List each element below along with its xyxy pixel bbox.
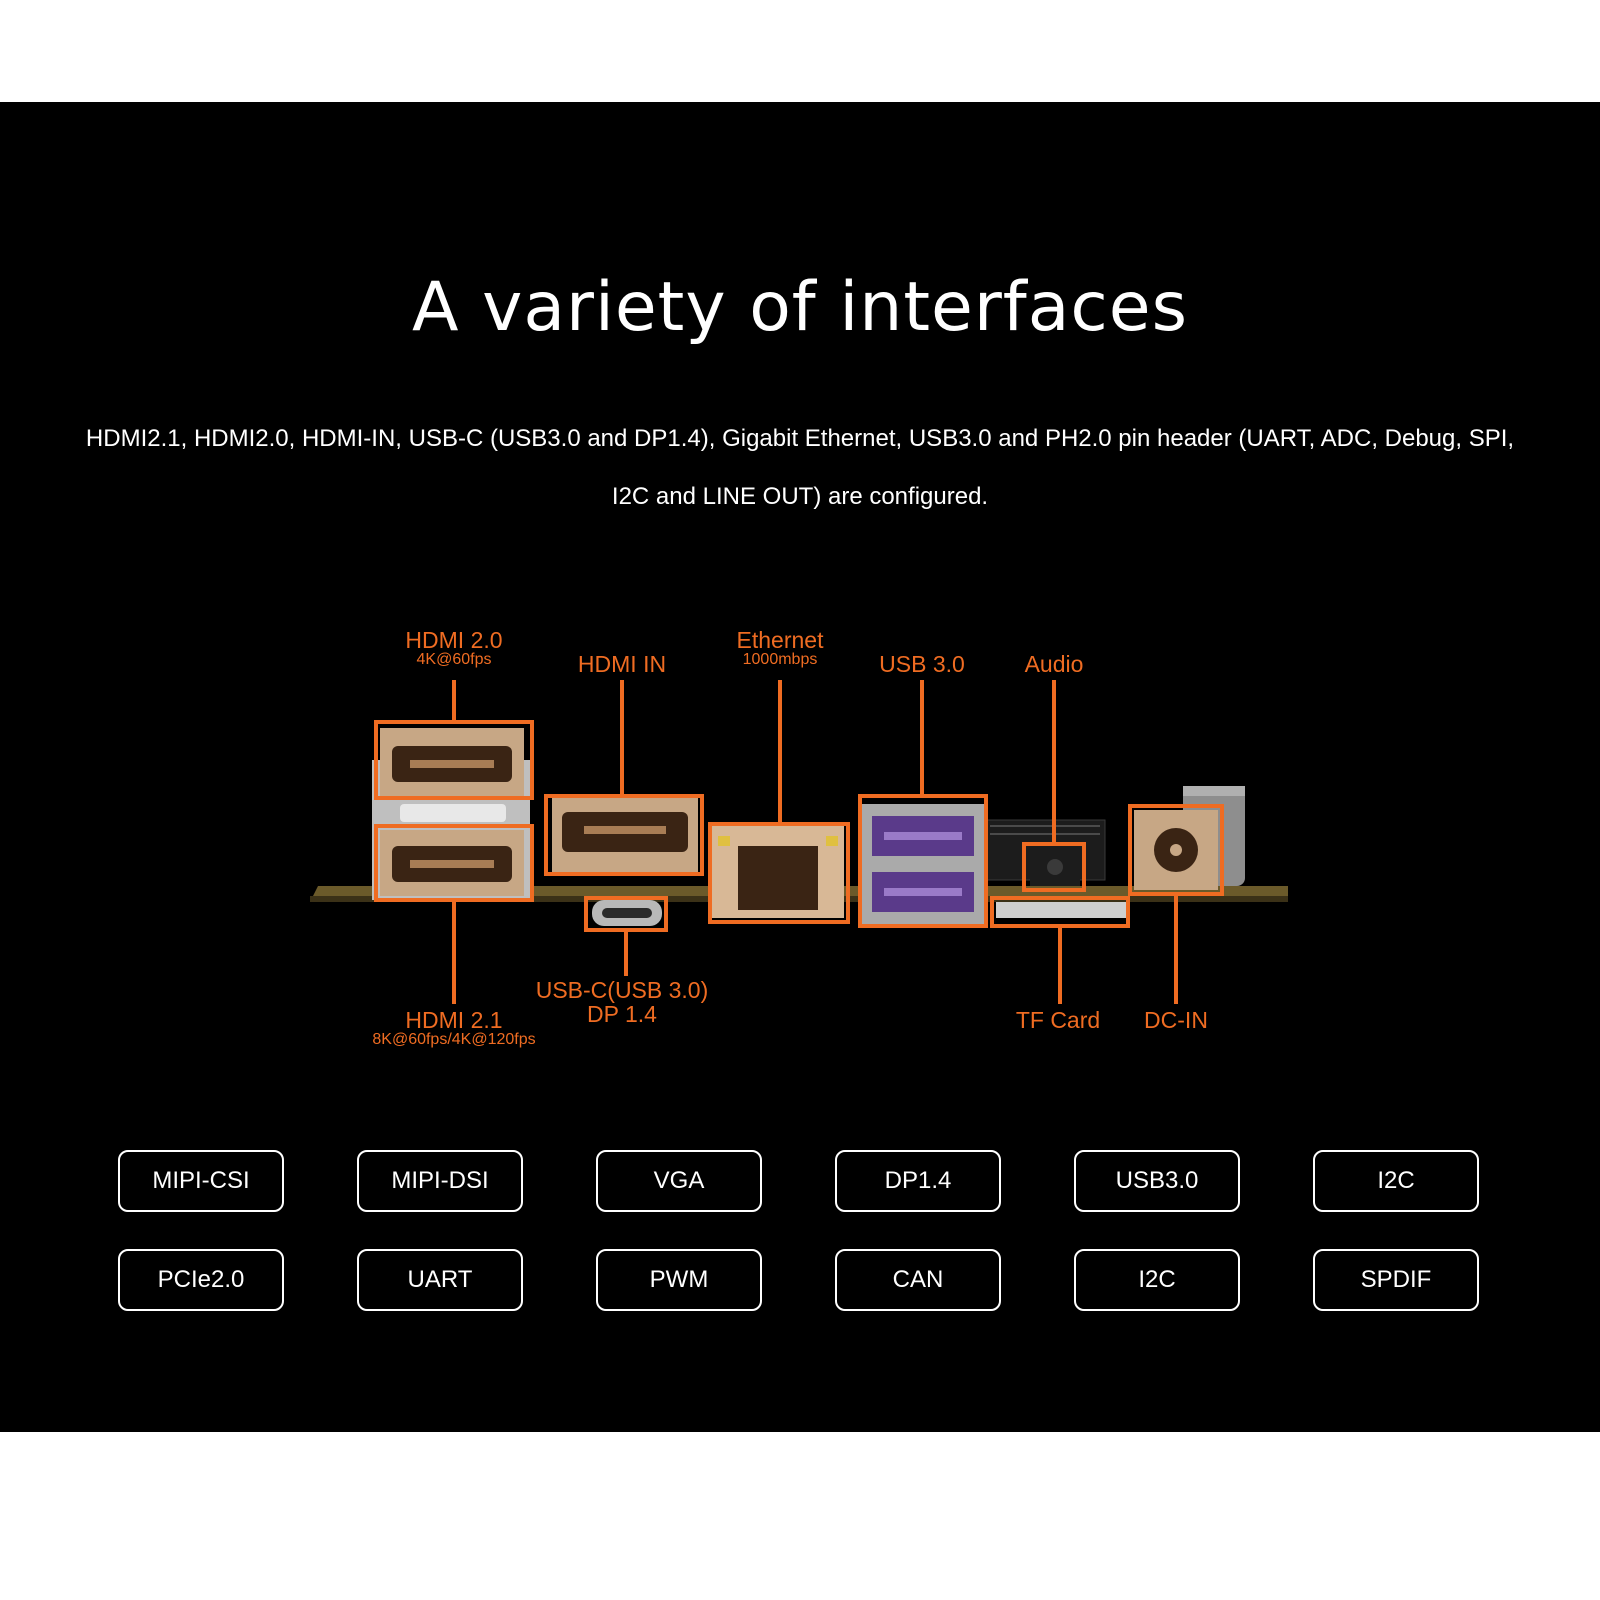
- interface-chip: PCIe2.0: [118, 1249, 284, 1311]
- board-diagram: HDMI 2.0 4K@60fps HDMI IN Ethernet 1000m…: [0, 600, 1600, 1080]
- interface-chip: DP1.4: [835, 1150, 1001, 1212]
- label-ethernet: Ethernet 1000mbps: [736, 627, 824, 668]
- label-usb-3-0: USB 3.0: [879, 651, 965, 677]
- tf-card-slot: [996, 902, 1128, 918]
- interface-chip: USB3.0: [1074, 1150, 1240, 1212]
- interface-chip: SPDIF: [1313, 1249, 1479, 1311]
- label-hdmi-2-1: HDMI 2.1 8K@60fps/4K@120fps: [372, 1007, 536, 1048]
- label-dc-in: DC-IN: [1144, 1007, 1208, 1033]
- interface-chip: UART: [357, 1249, 523, 1311]
- board-illustration: [310, 680, 1288, 1004]
- label-tf-card: TF Card: [1015, 1007, 1101, 1033]
- description-line-1: HDMI2.1, HDMI2.0, HDMI-IN, USB-C (USB3.0…: [85, 425, 1515, 452]
- interface-chip: I2C: [1074, 1249, 1240, 1311]
- interface-chip: MIPI-CSI: [118, 1150, 284, 1212]
- interface-chip: PWM: [596, 1249, 762, 1311]
- label-audio: Audio: [1024, 651, 1084, 677]
- interface-chip: I2C: [1313, 1150, 1479, 1212]
- label-hdmi-2-0: HDMI 2.0 4K@60fps: [405, 627, 503, 668]
- interface-chip: VGA: [596, 1150, 762, 1212]
- label-hdmi-in: HDMI IN: [577, 651, 667, 677]
- description-line-2: I2C and LINE OUT) are configured.: [611, 483, 989, 510]
- page-title: A variety of interfaces: [411, 268, 1189, 347]
- description: HDMI2.1, HDMI2.0, HDMI-IN, USB-C (USB3.0…: [24, 410, 1576, 526]
- interface-chip: MIPI-DSI: [357, 1150, 523, 1212]
- label-usb-c: USB-C(USB 3.0) DP 1.4: [535, 977, 709, 1027]
- interface-chip: CAN: [835, 1249, 1001, 1311]
